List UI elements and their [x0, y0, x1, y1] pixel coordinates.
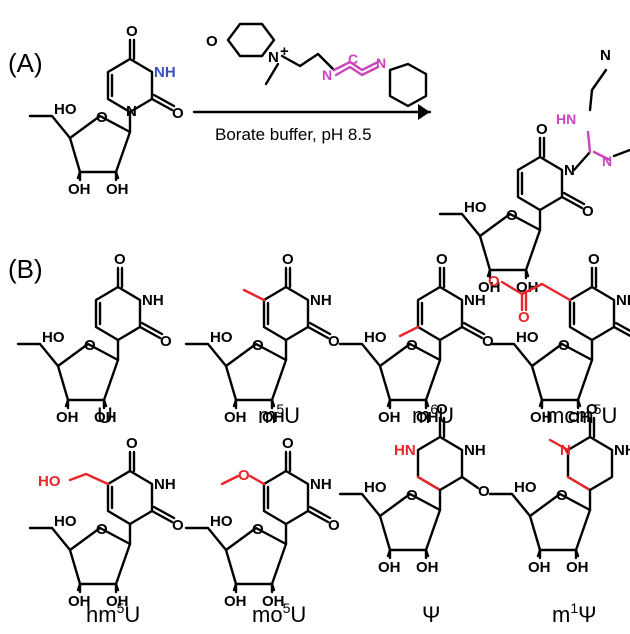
svg-text:O: O [536, 121, 548, 138]
svg-text:NH: NH [310, 476, 332, 493]
compound-u: NH O O [16, 251, 172, 428]
c2-oxygen: O [172, 105, 184, 122]
hn-label: HN [556, 111, 576, 127]
plus-charge: + [280, 43, 289, 60]
svg-text:O: O [282, 435, 294, 452]
compound-mo5u: O NH O O [184, 435, 340, 612]
reaction-conditions: Borate buffer, pH 8.5 [215, 125, 372, 144]
label-psi: Ψ [422, 602, 440, 627]
svg-text:O: O [282, 251, 294, 268]
compound-mcm5u: O O NH O [488, 251, 630, 428]
svg-text:NH: NH [464, 442, 486, 459]
nh-highlight: NH [154, 64, 176, 81]
label-mo5u: mo5U [252, 600, 306, 627]
svg-text:O: O [482, 333, 494, 350]
svg-text:O: O [588, 251, 600, 268]
svg-text:NH: NH [154, 476, 176, 493]
compound-m5u: NH O O [184, 251, 340, 428]
carbodiimide-n2: N [376, 55, 386, 71]
svg-text:O: O [160, 333, 172, 350]
c4-oxygen: O [126, 23, 138, 40]
cmc-reagent: O N + N C N [206, 22, 428, 108]
compound-m1psi: N NH O [488, 401, 630, 578]
label-hm5u: hm5U [86, 600, 140, 627]
svg-text:HN: HN [394, 442, 416, 459]
label-m1psi: m1Ψ [552, 600, 597, 627]
panel-label-a: (A) [8, 48, 43, 78]
svg-text:NH: NH [616, 292, 630, 309]
svg-text:HO: HO [38, 473, 61, 490]
label-u: U [97, 403, 113, 428]
svg-text:O: O [328, 333, 340, 350]
carbodiimide-c: C [348, 51, 358, 67]
svg-text:O: O [582, 203, 594, 220]
morpholine-nitrogen: N [268, 49, 279, 66]
compound-hm5u: HO NH O O [28, 435, 184, 612]
svg-text:O: O [518, 309, 530, 326]
label-mcm5u: mcm5U [546, 401, 617, 428]
compound-psi: HN NH O O [338, 401, 490, 578]
svg-text:O: O [126, 435, 138, 452]
svg-text:N: N [560, 442, 571, 459]
arrow-head [418, 104, 430, 120]
panel-label-b: (B) [8, 254, 43, 284]
svg-text:NH: NH [464, 292, 486, 309]
svg-text:NH: NH [142, 292, 164, 309]
svg-text:O: O [114, 251, 126, 268]
compound-m6u: NH O O [338, 251, 494, 428]
n3-label: N [564, 162, 575, 179]
svg-text:O: O [436, 251, 448, 268]
svg-text:NH: NH [310, 292, 332, 309]
svg-text:NH: NH [614, 442, 630, 459]
n1-label: N [126, 103, 137, 120]
morpholine-oxygen: O [206, 33, 218, 50]
cmc-uridine-product: O O N HN N N [438, 47, 630, 298]
svg-text:O: O [238, 467, 250, 484]
svg-text:O: O [488, 273, 500, 290]
uridine-reactant: NH O O N [28, 23, 184, 200]
svg-text:O: O [172, 517, 184, 534]
svg-text:O: O [586, 401, 598, 418]
svg-text:O: O [436, 401, 448, 418]
carbodiimide-n1: N [322, 67, 332, 83]
svg-text:N: N [600, 47, 611, 64]
svg-text:N: N [602, 153, 612, 169]
svg-text:O: O [478, 483, 490, 500]
label-m6u: m6U [412, 401, 454, 428]
svg-text:O: O [328, 517, 340, 534]
label-m5u: m5U [258, 401, 300, 428]
